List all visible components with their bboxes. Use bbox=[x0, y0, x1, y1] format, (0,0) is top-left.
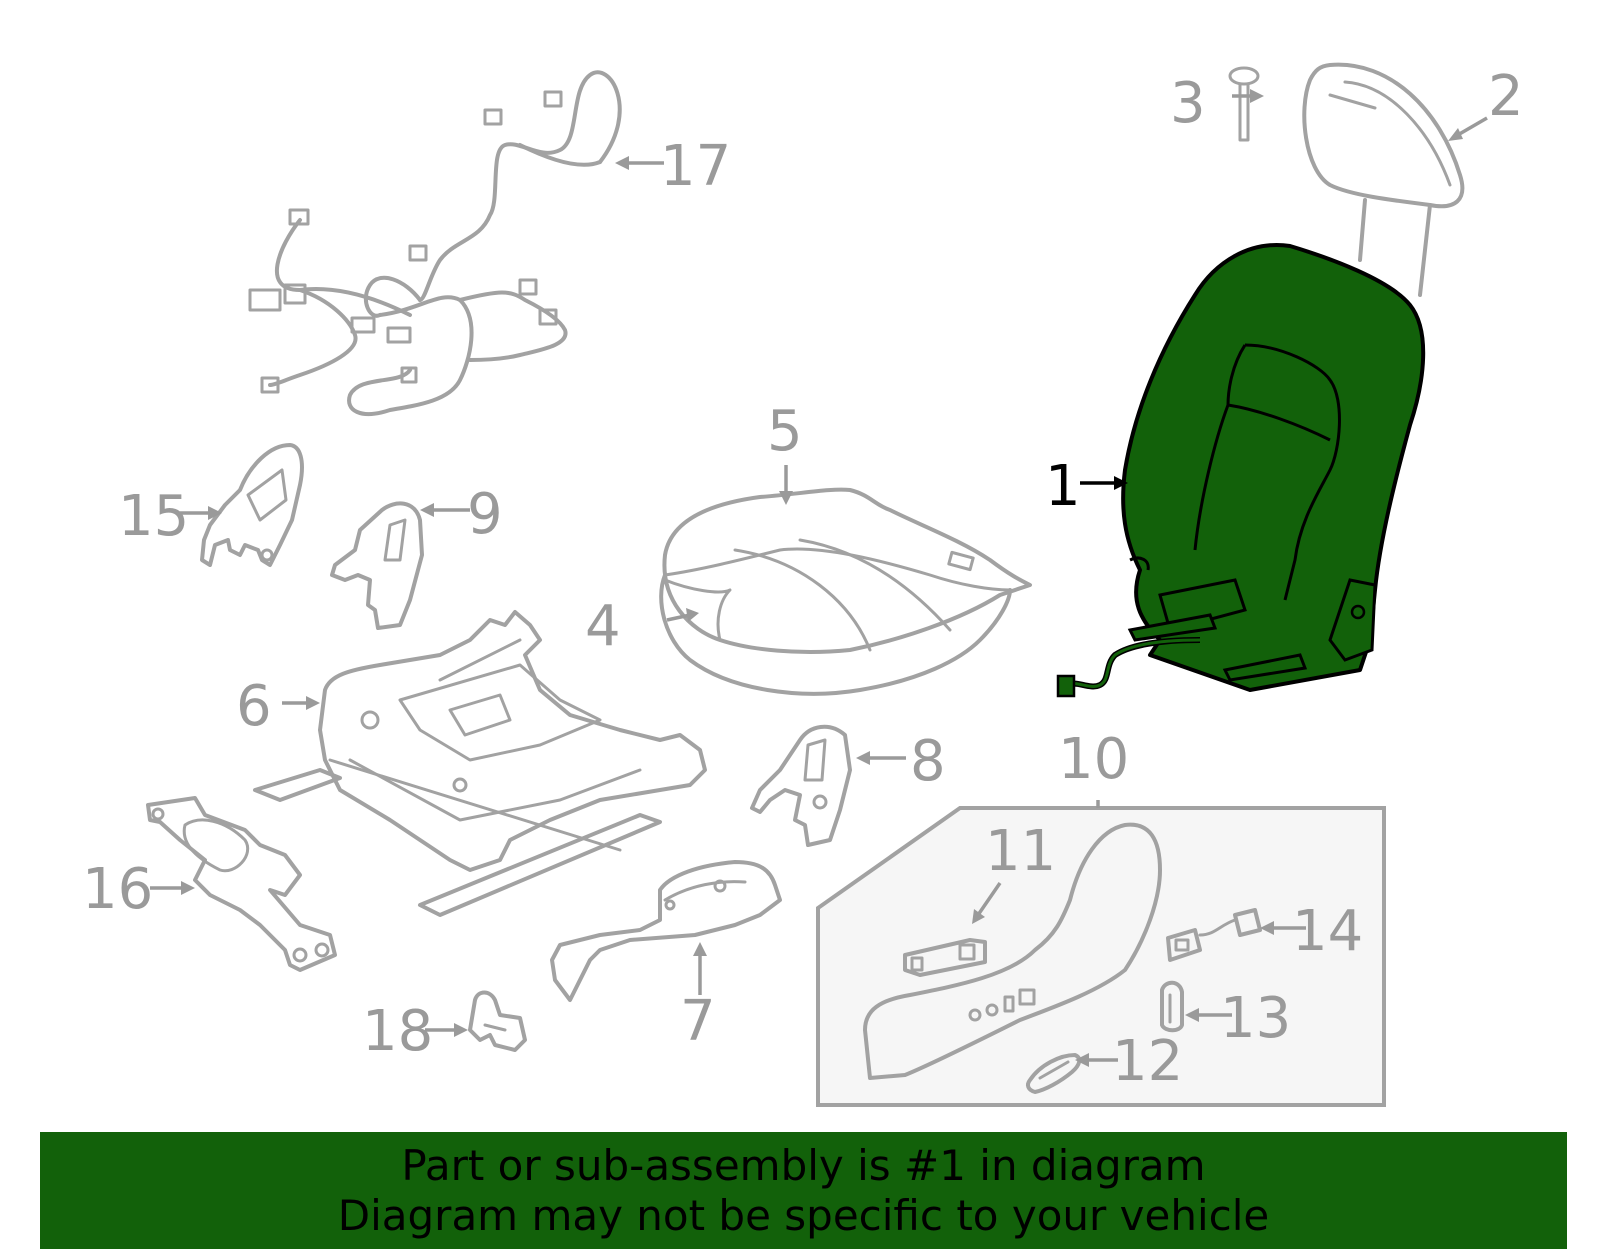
part-18-clip[interactable] bbox=[468, 990, 527, 1052]
part-2-headrest[interactable] bbox=[1302, 62, 1465, 297]
part-6-seat-frame[interactable] bbox=[253, 610, 707, 917]
callout-4: 4 bbox=[585, 594, 621, 659]
callout-15: 15 bbox=[118, 484, 189, 549]
part-7-side-trim[interactable] bbox=[550, 860, 782, 1002]
callout-2: 2 bbox=[1488, 64, 1524, 129]
callout-10: 10 bbox=[1058, 727, 1129, 792]
part-10-side-shield[interactable] bbox=[863, 822, 1162, 1080]
part-1-seat-back[interactable] bbox=[1056, 243, 1426, 698]
info-banner: Part or sub-assembly is #1 in diagram Di… bbox=[40, 1132, 1567, 1249]
callout-13: 13 bbox=[1220, 986, 1291, 1051]
part-15-bracket[interactable] bbox=[200, 443, 304, 567]
part-3-pin[interactable] bbox=[1228, 66, 1260, 142]
part-11-switch[interactable] bbox=[903, 938, 987, 977]
callout-8: 8 bbox=[910, 729, 946, 794]
callout-12: 12 bbox=[1112, 1029, 1183, 1094]
callout-labels: 1 2 3 4 5 6 7 8 9 10 11 12 13 14 15 16 1… bbox=[82, 64, 1524, 1094]
part-13-knob[interactable] bbox=[1160, 980, 1184, 1033]
callout-3: 3 bbox=[1170, 71, 1206, 136]
part-9-cover[interactable] bbox=[330, 501, 424, 630]
callout-11: 11 bbox=[985, 819, 1056, 884]
part-4-cushion-pad[interactable] bbox=[659, 573, 1012, 696]
banner-line-2: Diagram may not be specific to your vehi… bbox=[337, 1190, 1270, 1240]
callout-7: 7 bbox=[680, 989, 716, 1054]
banner-line-1: Part or sub-assembly is #1 in diagram bbox=[401, 1140, 1206, 1190]
part-16-adjuster[interactable] bbox=[146, 796, 337, 972]
part-12-knob[interactable] bbox=[1025, 1053, 1082, 1094]
callout-5: 5 bbox=[767, 399, 803, 464]
callout-6: 6 bbox=[236, 674, 272, 739]
part-8-cover[interactable] bbox=[750, 724, 852, 847]
callout-16: 16 bbox=[82, 857, 153, 922]
callout-9: 9 bbox=[467, 482, 503, 547]
part-10-group-box[interactable] bbox=[816, 806, 1386, 1107]
callout-17: 17 bbox=[660, 134, 731, 199]
part-17-wiring-harness[interactable] bbox=[248, 70, 622, 416]
callout-1: 1 bbox=[1045, 454, 1081, 519]
part-14-connector[interactable] bbox=[1166, 908, 1262, 962]
callout-14: 14 bbox=[1292, 899, 1363, 964]
callout-18: 18 bbox=[362, 999, 433, 1064]
leader-arrows bbox=[150, 89, 1488, 1067]
